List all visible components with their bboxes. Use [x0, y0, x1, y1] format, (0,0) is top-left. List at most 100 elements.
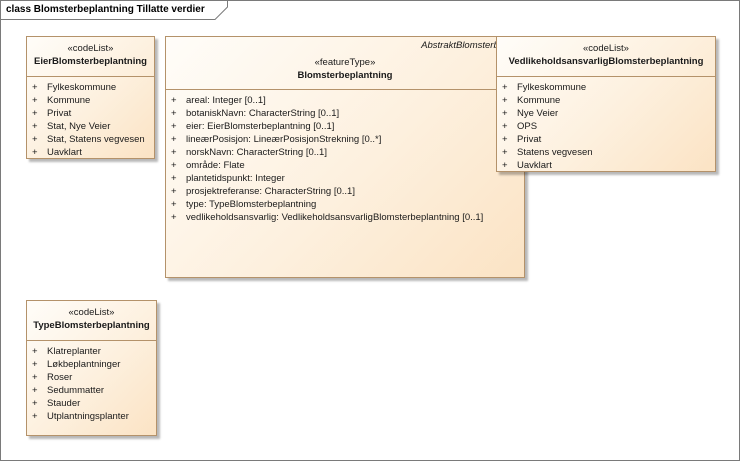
attribute-label: eier: EierBlomsterbeplantning [0..1]: [186, 121, 335, 132]
visibility-marker: +: [32, 346, 38, 357]
attribute-item: +lineærPosisjon: LineærPosisjonStrekning…: [166, 133, 524, 146]
literal-label: Utplantningsplanter: [47, 411, 129, 422]
class-name: VedlikeholdsansvarligBlomsterbeplantning: [508, 56, 704, 67]
literal-list: + Fylkeskommune +Kommune + Privat + Stat, N…: [27, 77, 154, 158]
class-name: EierBlomsterbeplantning: [34, 56, 147, 67]
visibility-marker: +: [171, 212, 177, 223]
visibility-marker: +: [171, 108, 177, 119]
visibility-marker: +: [502, 134, 508, 145]
literal-item: + Privat: [497, 133, 715, 146]
class-vedlikeholdsansvarlig-blomsterbeplantning[interactable]: «codeList» VedlikeholdsansvarligBlomster…: [496, 36, 716, 172]
literal-label: Privat: [517, 134, 542, 145]
literal-label: Statens vegvesen: [517, 147, 593, 158]
visibility-marker: +: [32, 411, 38, 422]
visibility-marker: +: [171, 121, 177, 132]
visibility-marker: +: [171, 173, 177, 184]
literal-item: +Roser: [27, 371, 156, 384]
literal-label: Privat: [47, 108, 72, 119]
literal-item: + Fylkeskommune: [497, 81, 715, 94]
class-stereotype: «featureType»: [314, 57, 376, 68]
attribute-item: + norskNavn: CharacterString [0..1]: [166, 146, 524, 159]
literal-label: Stat, Nye Veier: [47, 121, 111, 132]
literal-item: + Sedummatter: [27, 384, 156, 397]
attribute-list: + areal: Integer [0..1] +botaniskNavn: Ch…: [166, 90, 524, 224]
attribute-item: + areal: Integer [0..1]: [166, 94, 524, 107]
class-header: «codeList» EierBlomsterbeplantning: [27, 37, 154, 76]
visibility-marker: +: [171, 186, 177, 197]
class-eier-blomsterbeplantning[interactable]: «codeList» EierBlomsterbeplantning + Fylk…: [26, 36, 155, 159]
visibility-marker: +: [171, 199, 177, 210]
visibility-marker: +: [502, 147, 508, 158]
class-type-blomsterbeplantning[interactable]: «codeList» TypeBlomsterbeplantning +Klat…: [26, 300, 157, 436]
class-separator: [166, 89, 524, 90]
literal-label: Klatreplanter: [47, 346, 101, 357]
literal-item: + Nye Veier: [497, 107, 715, 120]
attribute-item: + eier: EierBlomsterbeplantning [0..1]: [166, 120, 524, 133]
visibility-marker: +: [32, 108, 38, 119]
class-stereotype: «codeList»: [583, 43, 629, 54]
visibility-marker: +: [502, 121, 508, 132]
literal-label: Stat, Statens vegvesen: [47, 134, 145, 145]
class-name: TypeBlomsterbeplantning: [33, 320, 150, 331]
visibility-marker: +: [502, 108, 508, 119]
attribute-label: område: Flate: [186, 160, 245, 171]
attribute-label: norskNavn: CharacterString [0..1]: [186, 147, 327, 158]
literal-item: +Kommune: [497, 94, 715, 107]
literal-item: +OPS: [497, 120, 715, 133]
visibility-marker: +: [171, 95, 177, 106]
class-separator: [27, 76, 154, 77]
literal-item: +Løkbeplantninger: [27, 358, 156, 371]
attribute-label: prosjektreferanse: CharacterString [0..1…: [186, 186, 355, 197]
class-blomsterbeplantning[interactable]: AbstraktBlomsterbeplan «featureType» Blo…: [165, 36, 525, 278]
literal-label: Stauder: [47, 398, 81, 409]
literal-item: + Klatreplanter: [27, 345, 156, 358]
literal-label: Roser: [47, 372, 73, 383]
visibility-marker: +: [32, 82, 38, 93]
literal-list: +Klatreplanter +Løkbeplantninger +Roser …: [27, 341, 156, 423]
visibility-marker: +: [32, 147, 38, 158]
attribute-item: + vedlikeholdsansvarlig: Vedlikeholdsansv…: [166, 211, 524, 224]
frame-title-tab: class Blomsterbeplantning Tillatte verdi…: [1, 1, 228, 20]
attribute-label: plantetidspunkt: Integer: [186, 173, 285, 184]
literal-label: Uavklart: [47, 147, 82, 158]
visibility-marker: +: [502, 82, 508, 93]
literal-label: Fylkeskommune: [517, 82, 587, 93]
literal-label: Kommune: [517, 95, 561, 106]
literal-item: + Uavklart: [497, 159, 715, 171]
visibility-marker: +: [32, 134, 38, 145]
literal-item: + Stat, Nye Veier: [27, 120, 154, 133]
literal-label: Sedummatter: [47, 385, 105, 396]
attribute-label: vedlikeholdsansvarlig: Vedlikeholdsansva…: [186, 212, 484, 223]
visibility-marker: +: [32, 121, 38, 132]
literal-label: Fylkeskommune: [47, 82, 117, 93]
attribute-item: + prosjektreferanse: CharacterString [0..…: [166, 185, 524, 198]
literal-item: +Kommune: [27, 94, 154, 107]
visibility-marker: +: [171, 134, 177, 145]
visibility-marker: +: [32, 385, 38, 396]
class-separator: [27, 340, 156, 341]
frame-title: class Blomsterbeplantning Tillatte verdi…: [6, 4, 205, 15]
literal-item: + Stat, Statens vegvesen: [27, 133, 154, 146]
attribute-item: + område: Flate: [166, 159, 524, 172]
class-header: «codeList» VedlikeholdsansvarligBlomster…: [497, 37, 715, 76]
literal-item: + Privat: [27, 107, 154, 120]
attribute-label: type: TypeBlomsterbeplantning: [186, 199, 317, 210]
attribute-label: areal: Integer [0..1]: [186, 95, 266, 106]
class-header: «featureType» Blomsterbeplantning: [166, 37, 524, 89]
visibility-marker: +: [502, 160, 508, 171]
literal-label: Nye Veier: [517, 108, 559, 119]
visibility-marker: +: [171, 147, 177, 158]
literal-label: Uavklart: [517, 160, 552, 171]
abstract-parent-label: AbstraktBlomsterbeplan: [421, 40, 522, 51]
attribute-item: + type: TypeBlomsterbeplantning: [166, 198, 524, 211]
visibility-marker: +: [32, 359, 38, 370]
frame-tab-outline: [1, 1, 228, 20]
attribute-item: +botaniskNavn: CharacterString [0..1]: [166, 107, 524, 120]
class-stereotype: «codeList»: [67, 43, 114, 54]
visibility-marker: +: [32, 398, 38, 409]
attribute-item: + plantetidspunkt: Integer: [166, 172, 524, 185]
literal-item: + Stauder: [27, 397, 156, 410]
literal-item: + Utplantningsplanter: [27, 410, 156, 423]
literal-item: + Statens vegvesen: [497, 146, 715, 159]
